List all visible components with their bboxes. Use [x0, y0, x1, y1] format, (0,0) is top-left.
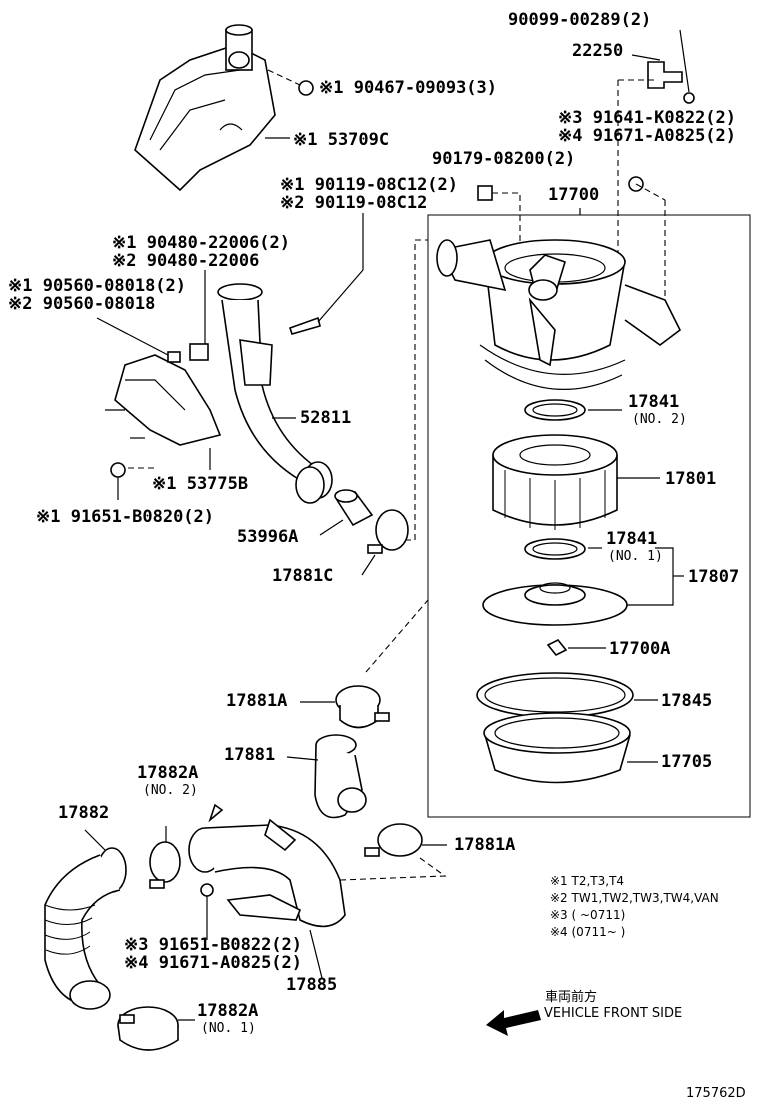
label-52811: 52811: [300, 408, 352, 428]
label-90480-b: ※2 90480-22006: [112, 251, 260, 271]
part-17841-no1: [524, 538, 586, 560]
part-22250: [631, 54, 683, 89]
label-91641: ※3 91641-K0822(2): [558, 108, 737, 128]
part-53996a: [334, 489, 374, 527]
label-53709c: ※1 53709C: [293, 130, 390, 150]
diagram-id: 175762D: [686, 1086, 746, 1101]
part-17881a-upper: [335, 685, 390, 729]
label-17845: 17845: [661, 691, 713, 711]
part-17700a: [546, 638, 568, 657]
label-17807: 17807: [688, 567, 740, 587]
part-17705-case: [483, 712, 631, 784]
label-90119-a: ※1 90119-08C12(2): [280, 175, 459, 195]
label-17841-no1-sub: (NO. 1): [608, 549, 663, 564]
label-17841-no1: 17841: [606, 529, 658, 549]
label-90119-b: ※2 90119-08C12: [280, 193, 428, 213]
label-53996a: 53996A: [237, 527, 299, 547]
label-17882a-no1-sub: (NO. 1): [201, 1021, 256, 1036]
part-17881c: [367, 509, 409, 554]
label-17881c: 17881C: [272, 566, 334, 586]
part-90560: [167, 351, 181, 363]
part-53709c: [134, 24, 276, 192]
label-17882a-no1: 17882A: [197, 1001, 259, 1021]
label-53775b: ※1 53775B: [152, 474, 249, 494]
label-17700a: 17700A: [609, 639, 671, 659]
part-17700-housing: [436, 239, 682, 390]
part-90467: [298, 80, 314, 96]
part-17841-no2: [524, 399, 586, 421]
part-17882a-no1: [117, 1006, 179, 1051]
note-2: ※2 TW1,TW2,TW3,TW4,VAN: [550, 891, 719, 905]
label-17882a-no2: 17882A: [137, 763, 199, 783]
label-91651-b0820: ※1 91651-B0820(2): [36, 507, 215, 527]
part-90099: [683, 92, 695, 104]
front-label-en: VEHICLE FRONT SIDE: [544, 1006, 683, 1021]
part-91641: [628, 176, 666, 305]
part-17885-duct: [188, 803, 346, 928]
assembly-box-17700: [427, 214, 751, 818]
part-91651-b0822: [200, 883, 214, 897]
label-17841-no2-sub: (NO. 2): [632, 412, 687, 427]
part-53775b: [105, 354, 222, 470]
part-90480: [189, 343, 209, 361]
note-4: ※4 (0711~ ): [550, 925, 626, 939]
part-17801-element: [492, 434, 618, 530]
label-17885: 17885: [286, 975, 338, 995]
label-17705: 17705: [661, 752, 713, 772]
label-91651-b0822: ※3 91651-B0822(2): [124, 935, 303, 955]
part-17881a-lower: [364, 823, 423, 857]
label-17801: 17801: [665, 469, 717, 489]
label-17882a-no2-sub: (NO. 2): [143, 783, 198, 798]
note-1: ※1 T2,T3,T4: [550, 874, 625, 888]
label-90179: 90179-08200(2): [432, 149, 576, 169]
label-90560-a: ※1 90560-08018(2): [8, 276, 187, 296]
part-17845-band: [476, 672, 634, 718]
part-91651-b0820: [110, 462, 126, 478]
label-90467: ※1 90467-09093(3): [319, 78, 498, 98]
label-17881: 17881: [224, 745, 276, 765]
label-90560-b: ※2 90560-08018: [8, 294, 156, 314]
part-17881-hose: [314, 734, 367, 819]
label-22250: 22250: [572, 41, 624, 61]
part-52811-duct: [217, 283, 333, 504]
label-91671-a: ※4 91671-A0825(2): [558, 126, 737, 146]
label-91671-b: ※4 91671-A0825(2): [124, 953, 303, 973]
front-arrow-icon: [486, 1010, 541, 1036]
label-17881a-upper: 17881A: [226, 691, 288, 711]
part-90119: [288, 316, 321, 335]
label-17700: 17700: [548, 185, 600, 205]
label-17881a-lower: 17881A: [454, 835, 516, 855]
part-90179: [477, 185, 521, 300]
note-3: ※3 ( ~0711): [550, 908, 626, 922]
label-17841-no2: 17841: [628, 392, 680, 412]
label-17882: 17882: [58, 803, 110, 823]
part-17807-cap: [482, 582, 628, 626]
label-90480-a: ※1 90480-22006(2): [112, 233, 291, 253]
part-17882a-no2: [149, 841, 181, 889]
front-label-jp: 車両前方: [545, 990, 598, 1005]
label-90099: 90099-00289(2): [508, 10, 652, 30]
part-17882-hose: [44, 847, 127, 1010]
